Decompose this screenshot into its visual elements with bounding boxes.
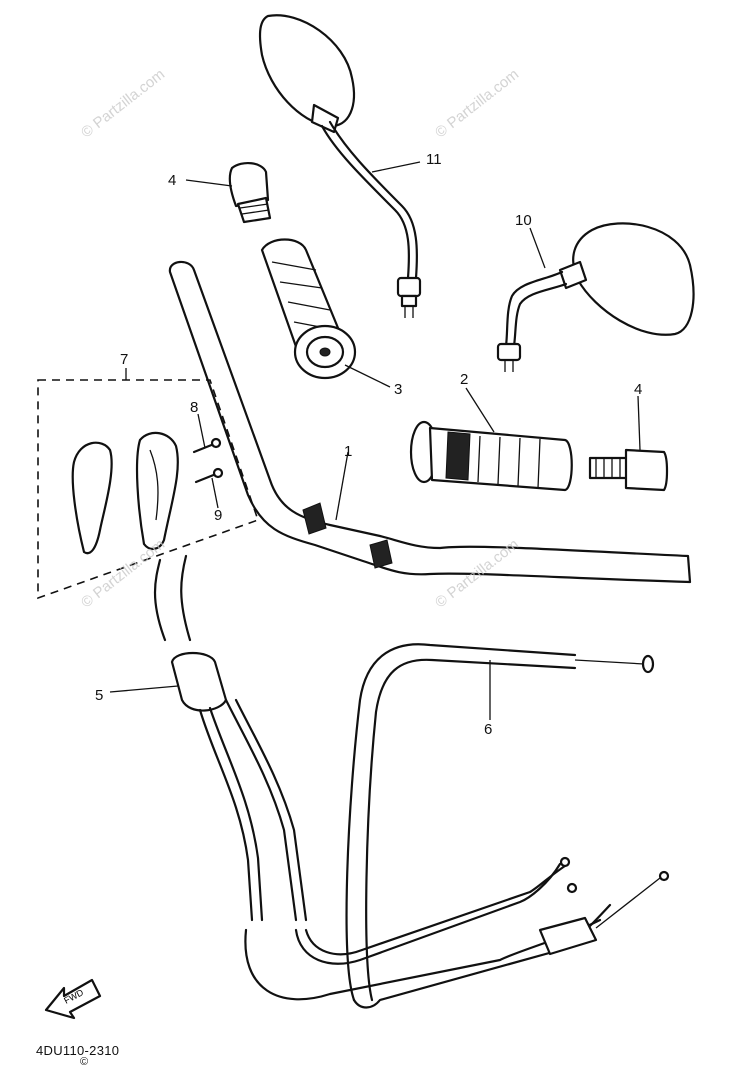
throttle-grip-part-3[interactable] xyxy=(260,238,357,380)
callout-3: 3 xyxy=(394,381,403,398)
callout-11: 11 xyxy=(426,151,442,168)
callout-4-lower: 4 xyxy=(634,381,643,398)
diagram-code: 4DU110-2310 xyxy=(36,1043,120,1058)
callout-6: 6 xyxy=(484,721,493,738)
bar-end-weight-upper-part-4[interactable] xyxy=(228,162,272,224)
clutch-cable-part-6[interactable] xyxy=(345,643,670,1009)
callout-4-upper: 4 xyxy=(168,172,177,189)
callout-2: 2 xyxy=(460,371,469,388)
lever-holder-assembly-part-7[interactable] xyxy=(37,379,260,600)
callout-1: 1 xyxy=(344,443,353,460)
callout-7: 7 xyxy=(120,351,129,368)
callout-5: 5 xyxy=(95,687,104,704)
left-grip-part-2[interactable] xyxy=(409,420,573,492)
throttle-cable-part-5[interactable] xyxy=(153,554,602,1001)
handlebar-part-1[interactable] xyxy=(168,260,692,584)
callout-10: 10 xyxy=(515,212,532,229)
callout-9: 9 xyxy=(214,507,223,524)
leader-lines xyxy=(109,161,641,720)
callout-8: 8 xyxy=(190,399,199,416)
mirror-right-part-10[interactable] xyxy=(496,222,695,372)
copyright-mark: © xyxy=(80,1056,89,1068)
mirror-left-part-11[interactable] xyxy=(258,14,422,318)
bar-end-weight-lower-part-4[interactable] xyxy=(588,448,669,492)
forward-arrow-icon: FWD xyxy=(44,978,102,1020)
